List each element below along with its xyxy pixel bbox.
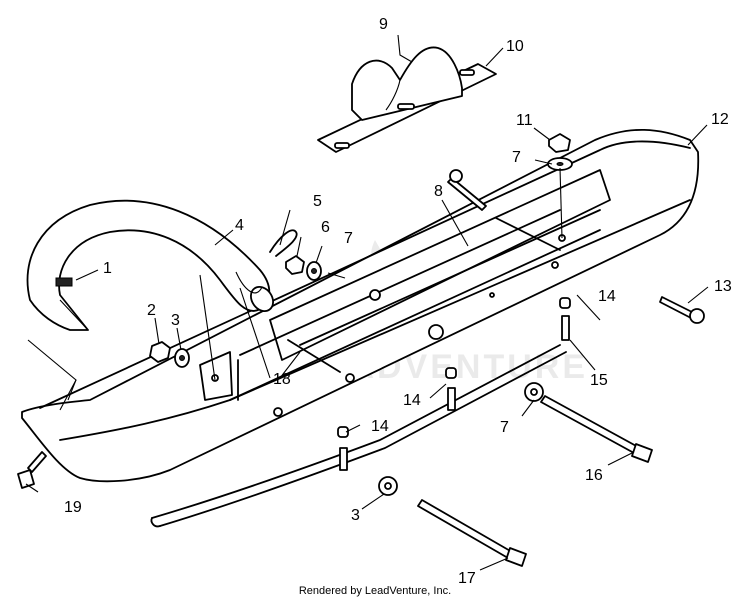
- bolt-19: [17, 451, 47, 489]
- callout-14c: 14: [371, 418, 389, 435]
- stud-14b: [445, 367, 457, 411]
- callout-9: 9: [379, 16, 388, 33]
- callout-11: 11: [516, 112, 533, 129]
- callout-labels: 1 2 3 4 5 6 7 8 9 10 11 7 12 13 14 15 14…: [64, 16, 732, 587]
- wear-bar: [150, 344, 567, 528]
- callout-18: 18: [273, 371, 291, 388]
- bolt-8: [447, 169, 487, 211]
- callout-12: 12: [711, 111, 729, 128]
- callout-3a: 3: [171, 312, 180, 329]
- saddle-bracket: [317, 46, 497, 153]
- callout-14a: 14: [598, 288, 616, 305]
- callout-14b: 14: [403, 392, 421, 409]
- ski-handle: [26, 199, 274, 331]
- nut-6: [285, 255, 305, 275]
- callout-2: 2: [147, 302, 156, 319]
- washer-3a: [174, 348, 190, 368]
- washer-7a: [306, 261, 322, 281]
- bolt-13: [659, 296, 705, 324]
- callout-1: 1: [103, 260, 112, 277]
- cotter-pin-5: [269, 229, 298, 257]
- callout-13: 13: [714, 278, 732, 295]
- stud-14c: [337, 426, 349, 471]
- callout-7a: 7: [344, 230, 353, 247]
- callout-4: 4: [235, 217, 244, 234]
- nut-2: [149, 341, 171, 363]
- callout-19: 19: [64, 499, 82, 516]
- stud-14a: [559, 297, 571, 341]
- callout-6: 6: [321, 219, 330, 236]
- callout-8: 8: [434, 183, 443, 200]
- leader-lines: [25, 34, 709, 571]
- render-credit: Rendered by LeadVenture, Inc.: [298, 585, 452, 597]
- nut-11: [548, 133, 571, 153]
- callout-16: 16: [585, 467, 603, 484]
- callout-15: 15: [590, 372, 608, 389]
- callout-10: 10: [506, 38, 524, 55]
- callout-5: 5: [313, 193, 322, 210]
- callout-3b: 3: [351, 507, 360, 524]
- callout-7c: 7: [500, 419, 509, 436]
- callout-17: 17: [458, 570, 476, 587]
- callout-7b: 7: [512, 149, 521, 166]
- ski-body: [21, 128, 700, 483]
- bolt-17: [378, 476, 527, 567]
- bolt-16: [524, 382, 653, 463]
